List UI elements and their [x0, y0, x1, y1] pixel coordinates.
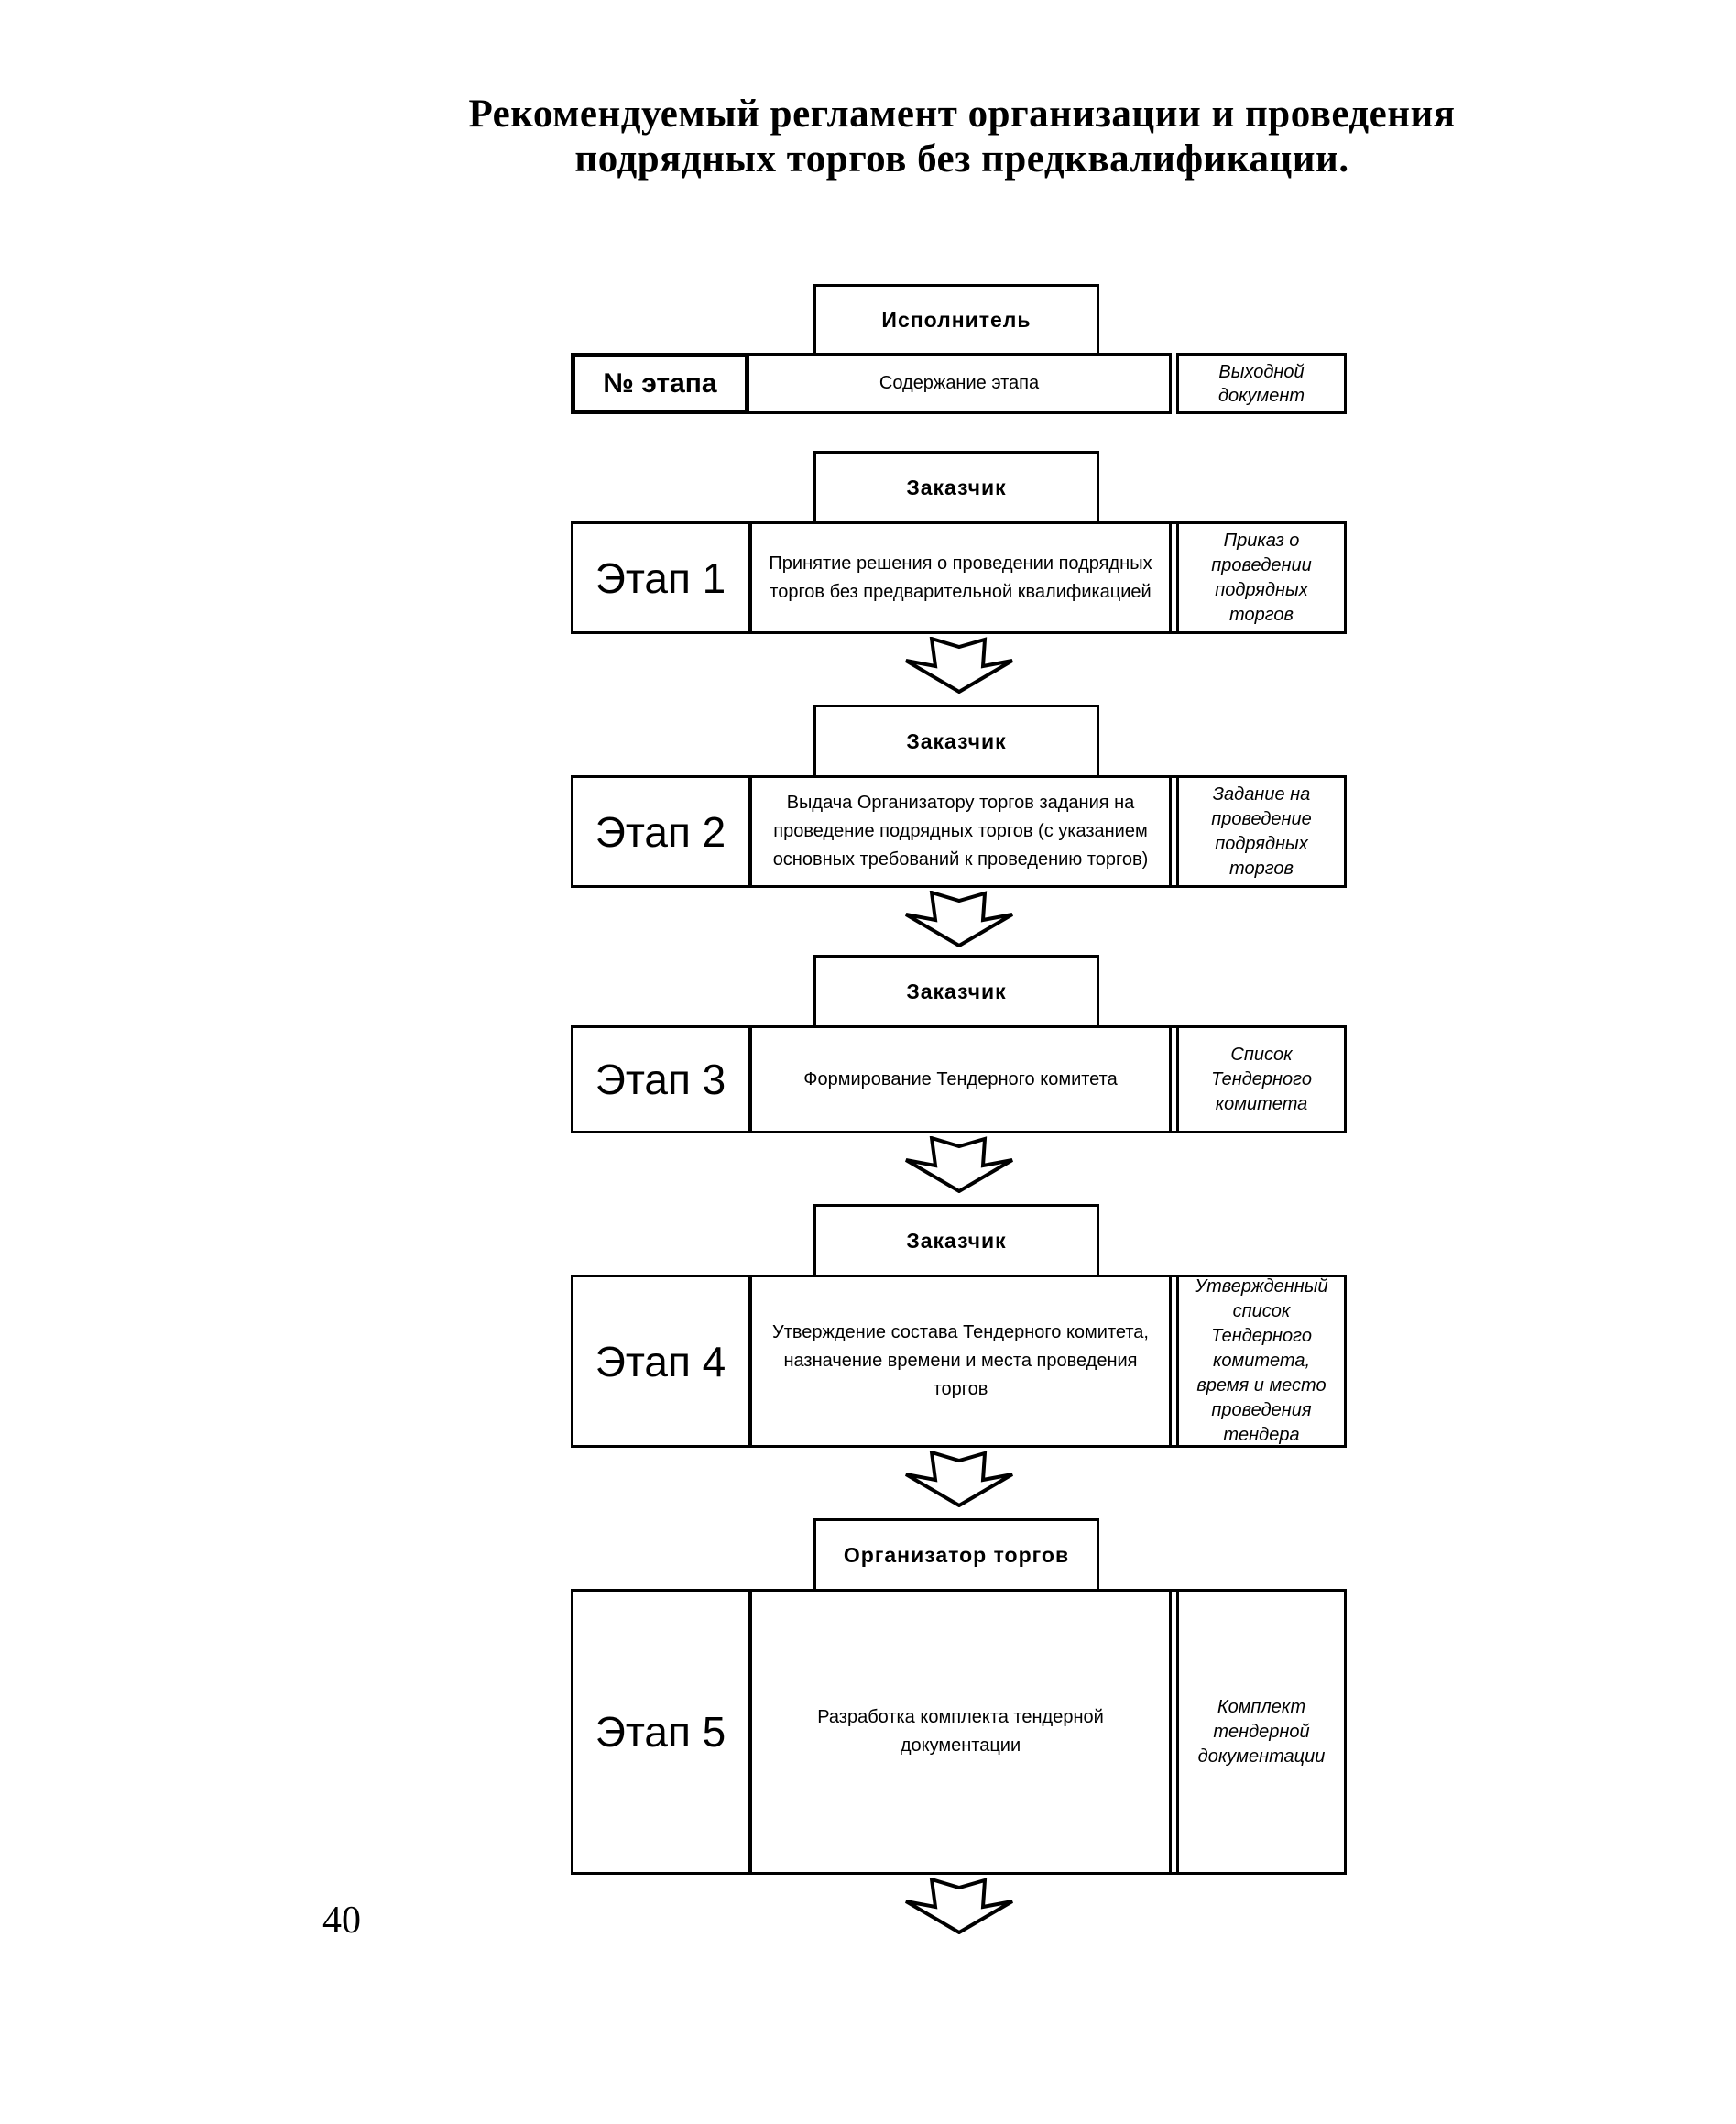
page-title: Рекомендуемый регламент организации и пр…: [0, 92, 1736, 182]
down-arrow-icon: [904, 891, 1013, 947]
stage-number: Этап 1: [573, 524, 752, 631]
page-title-line2: подрядных торгов без предквалификации.: [574, 137, 1349, 181]
flow-connector: [571, 637, 1347, 694]
actor-label-box: Заказчик: [813, 451, 1099, 521]
actor-label-box: Заказчик: [813, 1204, 1099, 1275]
stage-number: Этап 4: [573, 1277, 752, 1445]
flow-connector: [571, 1136, 1347, 1193]
actor-label: Организатор торгов: [843, 1542, 1070, 1567]
stage-content: Формирование Тендерного комитета: [752, 1028, 1172, 1131]
stage-content: Разработка комплекта тендерной документа…: [752, 1592, 1172, 1872]
header-stage-no: № этапа: [571, 353, 749, 414]
down-arrow-icon: [904, 1451, 1013, 1507]
executor-label: Исполнитель: [881, 307, 1032, 332]
header-stage-content: Содержание этапа: [749, 353, 1172, 414]
header-output-document: Выходной документ: [1176, 353, 1347, 414]
actor-label: Заказчик: [906, 475, 1007, 499]
actor-label: Заказчик: [906, 728, 1007, 753]
stage-content: Утверждение состава Тендерного комитета,…: [752, 1277, 1172, 1445]
stage-row: Этап 1 Принятие решения о проведении под…: [571, 521, 1347, 634]
flow-connector: [571, 891, 1347, 947]
stage-number: Этап 5: [573, 1592, 752, 1872]
stage-output-document: Приказ о проведении подрядных торгов: [1176, 524, 1344, 631]
stage-output-document: Комплект тендерной документации: [1176, 1592, 1344, 1872]
down-arrow-icon: [904, 637, 1013, 694]
stage-content: Принятие решения о проведении подрядных …: [752, 524, 1172, 631]
actor-label-box: Заказчик: [813, 955, 1099, 1025]
stage-row: Этап 3 Формирование Тендерного комитета …: [571, 1025, 1347, 1133]
actor-label-box: Заказчик: [813, 705, 1099, 775]
page-number: 40: [322, 1900, 361, 1942]
actor-label-box: Организатор торгов: [813, 1518, 1099, 1589]
stage-row: Этап 2 Выдача Организатору торгов задани…: [571, 775, 1347, 888]
actor-label: Заказчик: [906, 1228, 1007, 1253]
flow-connector: [571, 1451, 1347, 1507]
stage-output-document: Утвержденный список Тендерного комитета,…: [1176, 1276, 1344, 1445]
stage-output-document: Задание на проведение подрядных торгов: [1176, 778, 1344, 885]
down-arrow-icon: [904, 1878, 1013, 1934]
stage-output-document: Список Тендерного комитета: [1176, 1028, 1344, 1131]
stage-row: Этап 4 Утверждение состава Тендерного ко…: [571, 1275, 1347, 1448]
page-title-line1: Рекомендуемый регламент организации и пр…: [468, 93, 1456, 136]
flowchart: Исполнитель № этапа Содержание этапа Вых…: [571, 284, 1347, 1934]
stage-row: Этап 5 Разработка комплекта тендерной до…: [571, 1589, 1347, 1875]
stage-content: Выдача Организатору торгов задания на пр…: [752, 778, 1172, 885]
table-header-row: № этапа Содержание этапа Выходной докуме…: [571, 353, 1347, 414]
actor-label: Заказчик: [906, 979, 1007, 1003]
stage-number: Этап 2: [573, 778, 752, 885]
executor-label-box: Исполнитель: [813, 284, 1099, 353]
flow-connector: [571, 1878, 1347, 1934]
down-arrow-icon: [904, 1136, 1013, 1193]
stage-number: Этап 3: [573, 1028, 752, 1131]
